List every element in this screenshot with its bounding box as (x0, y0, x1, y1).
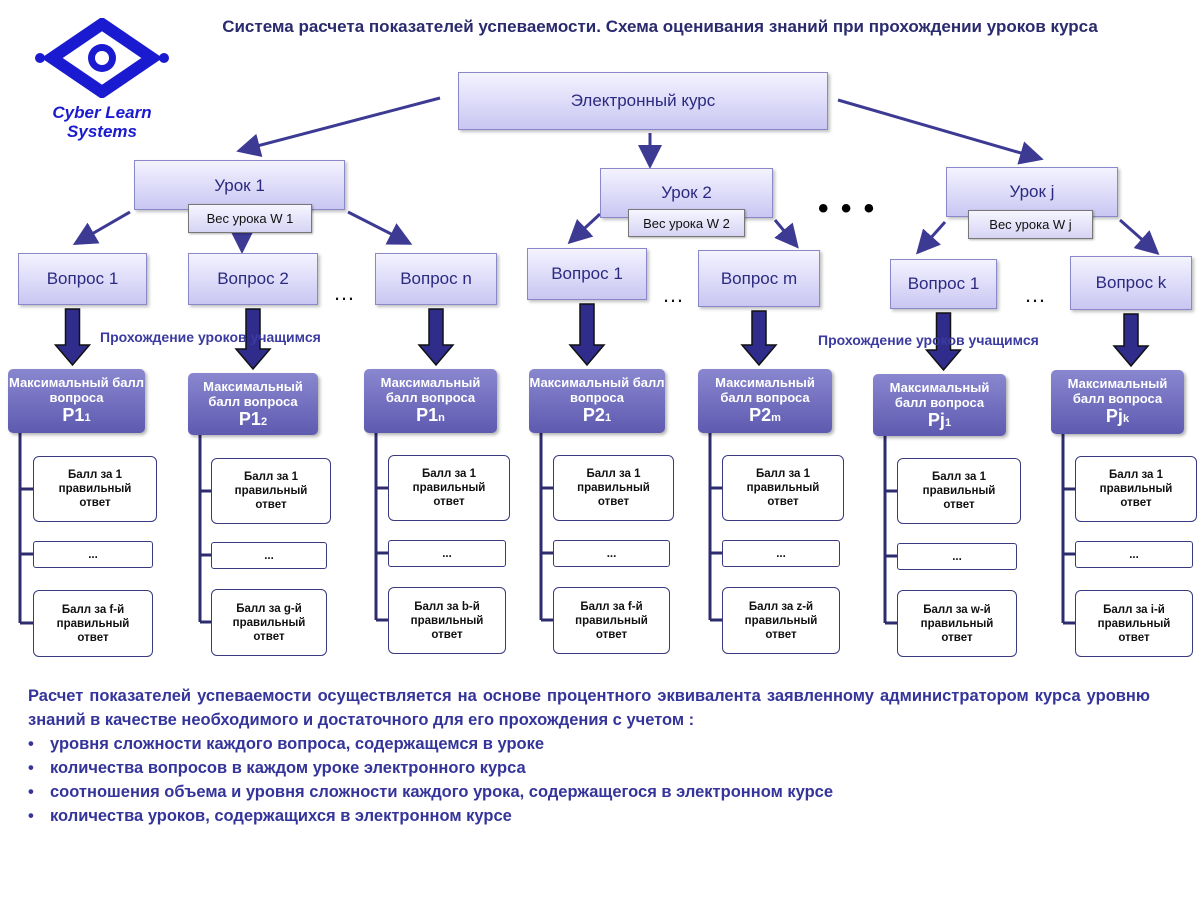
max-score-index: m (771, 412, 781, 424)
max-score-box: Максимальный балл вопроса Pj1 (873, 374, 1006, 436)
question-box: Вопрос 1 (890, 259, 997, 309)
lesson-2-weight: Вес урока W 2 (628, 209, 745, 237)
tree-connector (374, 433, 388, 622)
max-score-code: Pj (1105, 406, 1123, 426)
answer-score-box: Балл за 1 правильный ответ (897, 458, 1021, 524)
max-score-label: Максимальный балл вопроса (715, 375, 815, 405)
max-score-label: Максимальный балл вопроса (203, 379, 303, 409)
description: Расчет показателей успеваемости осуществ… (28, 684, 1150, 828)
down-arrow-icon (924, 312, 963, 372)
max-score-code: Pj (927, 410, 945, 430)
answer-score-box: Балл за 1 правильный ответ (211, 458, 331, 524)
max-score-index: 2 (260, 416, 268, 428)
answer-score-ellipsis: ... (553, 540, 670, 567)
tree-connector (883, 436, 897, 625)
answer-score-box: Балл за 1 правильный ответ (553, 455, 674, 521)
logo: Cyber Learn Systems (32, 16, 172, 143)
answer-score-ellipsis: ... (33, 541, 153, 568)
arrow-course-lessonj (837, 98, 1044, 165)
lessons-ellipsis: • • • (818, 192, 877, 225)
answer-score-ellipsis: ... (388, 540, 506, 567)
question-box: Вопрос 1 (527, 248, 647, 300)
questions-ellipsis: … (662, 282, 684, 307)
max-score-label: Максимальный балл вопроса (529, 375, 665, 405)
logo-text: Cyber Learn Systems (52, 103, 152, 141)
criteria-list: уровня сложности каждого вопроса, содерж… (28, 732, 1150, 828)
max-score-box: Максимальный балл вопроса P11 (8, 369, 145, 433)
down-arrow-icon (53, 308, 92, 367)
answer-score-box-last: Балл за i-й правильный ответ (1075, 590, 1193, 657)
answer-score-box-last: Балл за w-й правильный ответ (897, 590, 1017, 657)
answer-score-box: Балл за 1 правильный ответ (722, 455, 844, 521)
max-score-label: Максимальный балл вопроса (8, 375, 145, 405)
lesson-1-box: Урок 1 (134, 160, 345, 210)
max-score-index: 1 (944, 417, 952, 429)
eye-logo-icon (35, 16, 169, 100)
answer-score-box-last: Балл за z-й правильный ответ (722, 587, 840, 654)
question-box: Вопрос k (1070, 256, 1192, 310)
tree-connector (198, 435, 211, 624)
arrow-course-lesson1 (236, 96, 441, 158)
question-box: Вопрос n (375, 253, 497, 305)
criteria-item: соотношения объема и уровня сложности ка… (28, 780, 1150, 804)
questions-ellipsis: … (1024, 282, 1046, 307)
max-score-label: Максимальный балл вопроса (889, 380, 990, 410)
tree-connector (539, 433, 553, 622)
max-score-label: Максимальный балл вопроса (380, 375, 481, 405)
tree-connector (708, 433, 722, 622)
answer-score-ellipsis: ... (722, 540, 840, 567)
down-arrow-icon (234, 308, 272, 371)
max-score-index: 1 (604, 412, 612, 424)
answer-score-ellipsis: ... (897, 543, 1017, 570)
criteria-item: количества уроков, содержащихся в электр… (28, 804, 1150, 828)
answer-score-box-last: Балл за f-й правильный ответ (33, 590, 153, 657)
down-arrow-icon (1112, 313, 1150, 368)
max-score-index: n (438, 412, 445, 424)
pass-label: Прохождение уроков учащимся (818, 332, 1039, 348)
answer-score-box: Балл за 1 правильный ответ (388, 455, 510, 521)
answer-score-ellipsis: ... (1075, 541, 1193, 568)
questions-ellipsis: … (333, 280, 355, 305)
criteria-item: уровня сложности каждого вопроса, содерж… (28, 732, 1150, 756)
max-score-index: k (1122, 413, 1130, 425)
question-box: Вопрос m (698, 250, 820, 307)
down-arrow-icon (740, 310, 778, 367)
page-title: Система расчета показателей успеваемости… (222, 17, 1098, 36)
down-arrow-icon (417, 308, 455, 367)
max-score-box: Максимальный балл вопроса Pjk (1051, 370, 1184, 434)
max-score-index: 1 (84, 412, 91, 424)
max-score-label: Максимальный балл вопроса (1067, 376, 1168, 406)
answer-score-box: Балл за 1 правильный ответ (1075, 456, 1197, 522)
pass-label: Прохождение уроков учащимся (100, 329, 321, 345)
max-score-code: P2 (749, 405, 772, 425)
max-score-box: Максимальный балл вопроса P2m (698, 369, 832, 433)
answer-score-box-last: Балл за f-й правильный ответ (553, 587, 670, 654)
max-score-box: Максимальный балл вопроса P21 (529, 369, 665, 433)
lesson-1-weight: Вес урока W 1 (188, 204, 312, 233)
description-paragraph: Расчет показателей успеваемости осуществ… (28, 687, 1150, 729)
max-score-code: P1 (62, 405, 85, 425)
lesson-j-weight: Вес урока W j (968, 210, 1093, 239)
max-score-code: P2 (582, 405, 605, 425)
answer-score-box-last: Балл за b-й правильный ответ (388, 587, 506, 654)
question-box: Вопрос 2 (188, 253, 318, 305)
down-arrow-icon (568, 303, 606, 367)
question-box: Вопрос 1 (18, 253, 147, 305)
answer-score-box: Балл за 1 правильный ответ (33, 456, 157, 522)
answer-score-box-last: Балл за g-й правильный ответ (211, 589, 327, 656)
tree-connector (1061, 434, 1075, 625)
tree-connector (18, 433, 33, 625)
max-score-box: Максимальный балл вопроса P1n (364, 369, 497, 433)
course-box: Электронный курс (458, 72, 828, 130)
max-score-code: P1 (238, 409, 261, 429)
max-score-box: Максимальный балл вопроса P12 (188, 373, 318, 435)
lesson-j-box: Урок j (946, 167, 1118, 217)
max-score-code: P1 (416, 405, 439, 425)
answer-score-ellipsis: ... (211, 542, 327, 569)
criteria-item: количества вопросов в каждом уроке элект… (28, 756, 1150, 780)
